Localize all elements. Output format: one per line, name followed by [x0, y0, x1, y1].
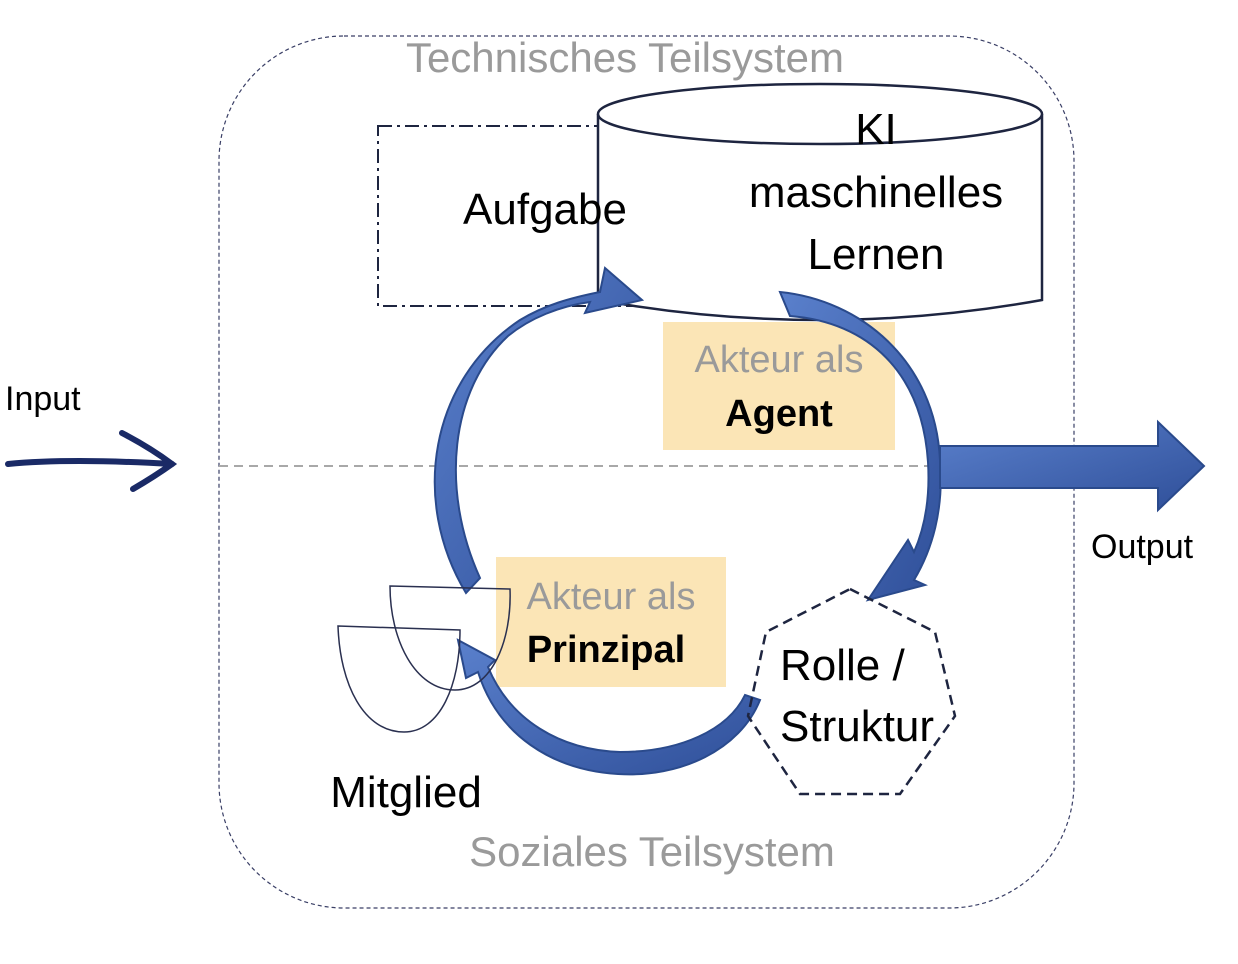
principal-label-line1: Akteur als [527, 576, 696, 618]
member-icon [337, 585, 511, 733]
agent-box [663, 322, 895, 450]
cycle-arrow-to-task [433, 266, 645, 595]
cycle-arrow-to-member [456, 638, 762, 776]
principal-box [496, 557, 726, 687]
member-label: Mitglied [330, 768, 482, 817]
cycle-arrow-to-role [778, 290, 942, 602]
agent-label-line1: Akteur als [695, 339, 864, 381]
principal-label-line2: Prinzipal [527, 629, 685, 671]
output-arrow [939, 419, 1206, 513]
role-label-line1: Rolle / [780, 641, 905, 690]
output-label: Output [1091, 528, 1194, 566]
input-label: Input [5, 380, 81, 418]
system-frame [218, 35, 1075, 909]
social-subsystem-label: Soziales Teilsystem [469, 828, 835, 875]
ai-label-line1: KI [855, 105, 897, 154]
technical-subsystem-label: Technisches Teilsystem [406, 34, 844, 81]
task-label: Aufgabe [463, 185, 627, 234]
agent-label-line2: Agent [725, 393, 833, 435]
role-label-line2: Struktur [780, 702, 934, 751]
ai-label-line3: Lernen [807, 230, 944, 279]
role-heptagon [746, 587, 957, 796]
input-arrow [5, 430, 178, 492]
ai-cylinder [596, 82, 1044, 322]
ai-label-line2: maschinelles [749, 168, 1003, 217]
